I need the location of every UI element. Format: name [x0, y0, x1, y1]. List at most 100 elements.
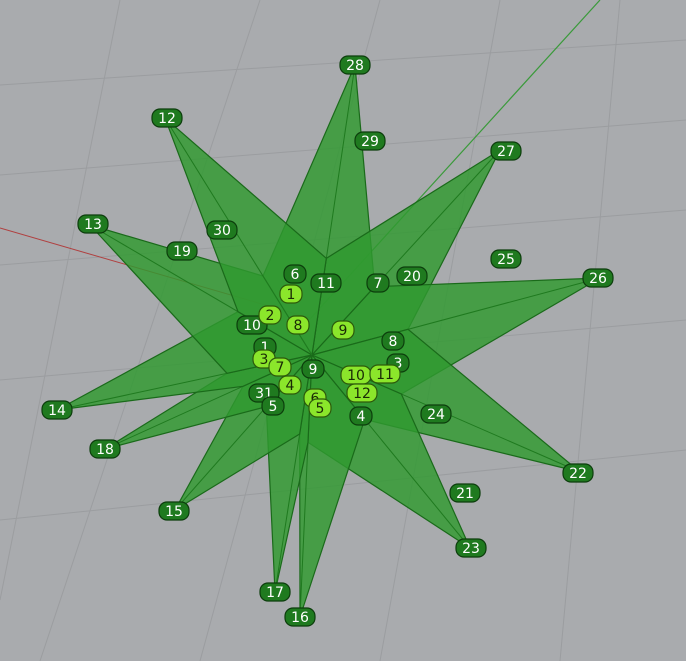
vertex-label: 23: [455, 538, 487, 558]
vertex-label-bg: [301, 359, 325, 379]
face-label-text: 4: [286, 378, 295, 394]
vertex-label: 7: [366, 273, 390, 293]
face-label-bg: [369, 364, 401, 384]
vertex-label-bg: [77, 214, 109, 234]
vertex-label-text: 27: [497, 144, 515, 160]
vertex-label-bg: [206, 220, 238, 240]
vertex-label: 17: [259, 582, 291, 602]
face-label-text: 1: [287, 287, 296, 303]
vertex-label: 13: [77, 214, 109, 234]
vertex-label-text: 26: [589, 271, 607, 287]
spike-ridge: [164, 117, 313, 356]
vertex-label-bg: [166, 241, 198, 261]
vertex-label-text: 18: [96, 442, 114, 458]
face-label-bg: [308, 398, 332, 418]
face-label-bg: [258, 305, 282, 325]
vertex-label: 30: [206, 220, 238, 240]
vertex-label: 15: [158, 501, 190, 521]
face-label: 4: [278, 375, 302, 395]
vertex-label-text: 3: [394, 356, 403, 372]
face-label-text: 2: [266, 308, 275, 324]
vertex-label: 18: [89, 439, 121, 459]
face-label: 9: [331, 320, 355, 340]
vertex-label-bg: [151, 108, 183, 128]
face-label: 2: [258, 305, 282, 325]
face-label-text: 7: [276, 360, 285, 376]
vertex-label: 26: [582, 268, 614, 288]
vertex-label: 10: [236, 315, 268, 335]
vertex-label-text: 14: [48, 403, 66, 419]
vertex-label-bg: [366, 273, 390, 293]
face-label-text: 3: [260, 352, 269, 368]
vertex-label-bg: [261, 396, 285, 416]
face-label-bg: [346, 383, 378, 403]
face-label-bg: [268, 357, 292, 377]
vertex-label-bg: [396, 266, 428, 286]
vertex-label-bg: [354, 131, 386, 151]
vertex-label-bg: [562, 463, 594, 483]
vertex-label-bg: [455, 538, 487, 558]
vertex-label-bg: [490, 249, 522, 269]
vertex-label: 27: [490, 141, 522, 161]
vertex-label: 19: [166, 241, 198, 261]
vertex-label-text: 16: [291, 610, 309, 626]
vertex-label-bg: [259, 582, 291, 602]
vertex-label-bg: [284, 607, 316, 627]
vertex-label: 12: [151, 108, 183, 128]
vertex-label: 16: [284, 607, 316, 627]
face-label: 12: [346, 383, 378, 403]
vertex-label-bg: [381, 331, 405, 351]
face-label-bg: [286, 315, 310, 335]
vertex-label-bg: [158, 501, 190, 521]
face-label-text: 5: [316, 401, 325, 417]
face-label-text: 11: [376, 367, 394, 383]
vertex-label-bg: [283, 264, 307, 284]
face-label: 7: [268, 357, 292, 377]
vertex-label-text: 23: [462, 541, 480, 557]
vertex-label-text: 22: [569, 466, 587, 482]
face-label-layer: 128937465101112: [252, 284, 401, 418]
grid-line: [0, 0, 121, 601]
vertex-label: 11: [310, 273, 342, 293]
vertex-label-text: 9: [309, 362, 318, 378]
face-label: 8: [286, 315, 310, 335]
face-label-bg: [278, 375, 302, 395]
vertex-label-text: 7: [374, 276, 383, 292]
vertex-label: 29: [354, 131, 386, 151]
vertex-label-text: 28: [346, 58, 364, 74]
face-label-text: 9: [339, 323, 348, 339]
vertex-label-text: 29: [361, 134, 379, 150]
grid-line: [559, 0, 621, 661]
vertex-label: 25: [490, 249, 522, 269]
vertex-label-bg: [89, 439, 121, 459]
vertex-label-text: 21: [456, 486, 474, 502]
vertex-label-bg: [420, 404, 452, 424]
vertex-label-bg: [449, 483, 481, 503]
vertex-label: 14: [41, 400, 73, 420]
vertex-label-text: 6: [291, 267, 300, 283]
vertex-label-text: 12: [158, 111, 176, 127]
face-label-text: 8: [294, 318, 303, 334]
face-label-text: 10: [347, 368, 365, 384]
vertex-label-text: 20: [403, 269, 421, 285]
vertex-label: 5: [261, 396, 285, 416]
vertex-label-text: 1: [261, 340, 270, 356]
vertex-label-text: 25: [497, 252, 515, 268]
vertex-label: 22: [562, 463, 594, 483]
vertex-label-text: 15: [165, 504, 183, 520]
face-label: 5: [308, 398, 332, 418]
vertex-label: 6: [283, 264, 307, 284]
vertex-label: 24: [420, 404, 452, 424]
vertex-label: 9: [301, 359, 325, 379]
vertex-label: 20: [396, 266, 428, 286]
vertex-label-text: 13: [84, 217, 102, 233]
face-label-bg: [279, 284, 303, 304]
grid-line: [39, 0, 261, 661]
vertex-label-text: 17: [266, 585, 284, 601]
vertex-label-text: 4: [357, 409, 366, 425]
vertex-label: 28: [339, 55, 371, 75]
vertex-label-bg: [339, 55, 371, 75]
